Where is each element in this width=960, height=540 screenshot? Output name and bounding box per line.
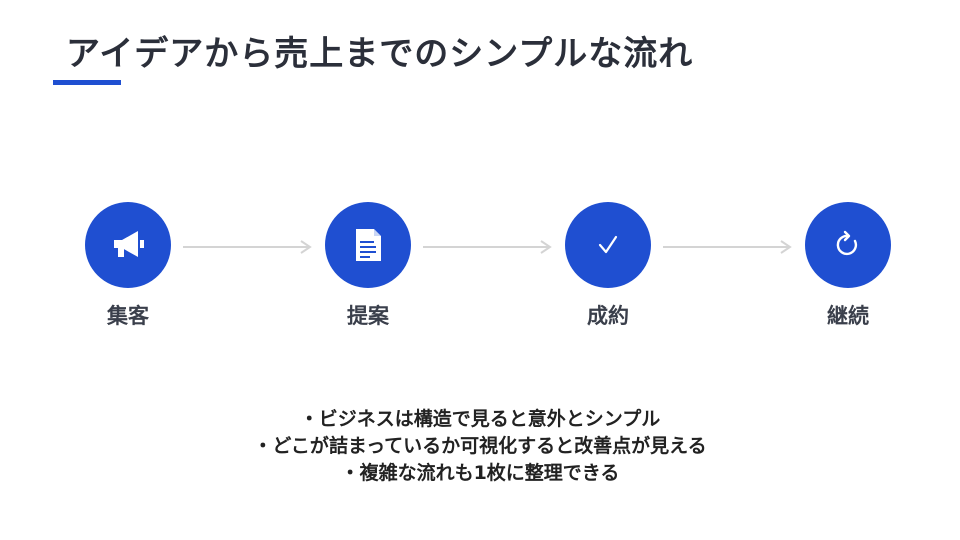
step-acquisition: 集客 (85, 202, 171, 330)
arrow-right-icon (663, 240, 792, 254)
step-continuation: 継続 (805, 202, 891, 330)
document-icon (356, 229, 381, 261)
check-icon (598, 235, 618, 254)
step-circle (325, 202, 411, 288)
refresh-icon (836, 230, 858, 256)
note-line: ・どこが詰まっているか可視化すると改善点が見える (253, 435, 707, 457)
arrow-right-icon (183, 240, 312, 254)
step-label: 提案 (347, 304, 389, 328)
note-line: ・複雑な流れも1枚に整理できる (340, 462, 620, 484)
step-circle (85, 202, 171, 288)
step-label: 成約 (587, 304, 629, 328)
step-proposal: 提案 (325, 202, 411, 330)
step-circle (805, 202, 891, 288)
step-label: 継続 (827, 304, 869, 328)
megaphone-icon (114, 231, 144, 257)
note-line: ・ビジネスは構造で見ると意外とシンプル (299, 408, 661, 430)
notes: ・ビジネスは構造で見ると意外とシンプル ・どこが詰まっているか可視化すると改善点… (0, 406, 960, 487)
step-label: 集客 (107, 304, 149, 328)
title-underline (53, 80, 121, 85)
arrow-right-icon (423, 240, 552, 254)
step-closing: 成約 (565, 202, 651, 330)
step-circle (565, 202, 651, 288)
page-title: アイデアから売上までのシンプルな流れ (66, 34, 694, 74)
